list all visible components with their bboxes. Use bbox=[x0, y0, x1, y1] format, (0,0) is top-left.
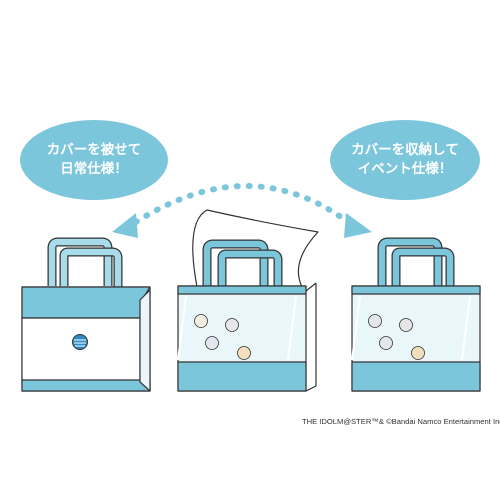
tote-bag-cover-lifting bbox=[177, 209, 319, 392]
bubble-left-line2: 日常仕様！ bbox=[60, 161, 128, 177]
bubble-left-line1: カバーを被せて bbox=[46, 142, 142, 158]
can-badge-icon bbox=[368, 314, 425, 360]
tote-bag-event bbox=[351, 237, 481, 392]
speech-bubble-event: カバーを収納して イベント仕様！ bbox=[330, 120, 480, 200]
bubble-right-line1: カバーを収納して bbox=[351, 142, 459, 158]
can-badge-icon bbox=[194, 314, 251, 360]
curved-dotted-arrow-icon bbox=[112, 183, 372, 238]
tote-bag-covered bbox=[21, 237, 151, 392]
copyright-notice: THE IDOLM@STER™& ©Bandai Namco Entertain… bbox=[302, 417, 500, 426]
bubble-right-line2: イベント仕様！ bbox=[357, 161, 453, 177]
speech-bubble-daily: カバーを被せて 日常仕様！ bbox=[20, 120, 168, 200]
